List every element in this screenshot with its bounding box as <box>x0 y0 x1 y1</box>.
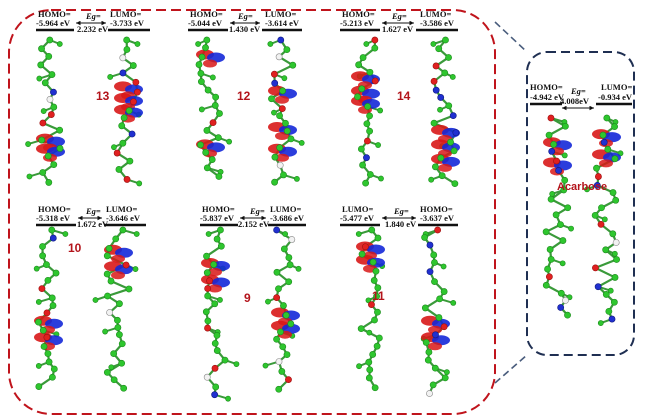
acarbose-right-label: LUMO= <box>601 82 632 92</box>
gap-value: 2.232 eV <box>77 24 109 34</box>
molecule-left-9 <box>201 226 240 402</box>
molecule-left-13 <box>25 36 65 186</box>
homo-lumo-right-label: LUMO= <box>106 204 137 214</box>
gap-value: 1.672 eV <box>77 219 109 229</box>
homo-lumo-left-value: -5.837 eV <box>200 213 235 223</box>
homo-lumo-right-label: HOMO= <box>420 204 453 214</box>
homo-lumo-right-label: LUMO= <box>110 9 141 19</box>
molecule-right-11 <box>420 226 457 397</box>
molecule-left-11 <box>355 226 386 392</box>
compound-number: 12 <box>237 89 251 103</box>
gap-label: Eg= <box>237 11 253 21</box>
acarbose-gap-label: Eg= <box>570 86 586 96</box>
connector-line-top <box>494 21 528 53</box>
gap-value: 1.627 eV <box>382 24 414 34</box>
molecule-left-14 <box>351 36 384 187</box>
molecule-right-14 <box>428 36 460 187</box>
homo-lumo-left-value: -5.477 eV <box>340 213 375 223</box>
homo-lumo-left-label: LUMO= <box>342 204 373 214</box>
molecule-right-13 <box>107 36 143 187</box>
homo-lumo-right-value: -3.733 eV <box>110 18 145 28</box>
compound-number: 10 <box>68 241 82 255</box>
acarbose-molecule-left <box>542 114 574 319</box>
acarbose-frame <box>526 51 635 356</box>
homo-lumo-left-label: HOMO= <box>342 9 375 19</box>
panel-14-header: HOMO=-5.213 eV Eg= 1.627 eV LUMO=-3.586 eV 1… <box>340 9 458 103</box>
acarbose-left-value: -4.942 eV <box>530 92 565 102</box>
gap-label: Eg= <box>391 11 407 21</box>
homo-lumo-left-value: -5.213 eV <box>340 18 375 28</box>
homo-lumo-left-value: -5.044 eV <box>188 18 223 28</box>
panel-10-header: HOMO=-5.318 eV Eg= 1.672 eV LUMO=-3.646 eV 1… <box>36 204 146 255</box>
homo-lumo-left-label: HOMO= <box>202 204 235 214</box>
molecule-right-12 <box>267 36 305 186</box>
acarbose-right-value: -0.934 eV <box>598 92 633 102</box>
gap-label: Eg= <box>85 206 101 216</box>
molecule-left-10 <box>33 226 69 390</box>
acarbose-gap-value: 4.008eV <box>560 96 590 106</box>
molecule-right-10 <box>92 226 140 392</box>
homo-lumo-right-value: -3.646 eV <box>106 213 141 223</box>
compound-number: 11 <box>372 289 385 303</box>
acarbose-molecule-right <box>584 114 624 326</box>
molecule-renderings <box>25 36 624 402</box>
homo-lumo-left-label: HOMO= <box>38 9 71 19</box>
homo-lumo-right-label: LUMO= <box>420 9 451 19</box>
gap-value: 2.152 eV <box>238 219 270 229</box>
connector-line-bottom <box>494 354 528 384</box>
homo-lumo-right-value: -3.614 eV <box>265 18 300 28</box>
compound-number: 13 <box>96 89 110 103</box>
homo-lumo-right-value: -3.586 eV <box>420 18 455 28</box>
acarbose-header: HOMO= -4.942 eV Eg= 4.008eV LUMO= -0.934… <box>530 82 633 193</box>
homo-lumo-left-value: -5.318 eV <box>36 213 71 223</box>
acarbose-left-label: HOMO= <box>530 82 563 92</box>
gap-label: Eg= <box>393 206 409 216</box>
homo-lumo-right-value: -3.686 eV <box>270 213 305 223</box>
compound-number: 14 <box>397 89 411 103</box>
panel-12-header: HOMO=-5.044 eV Eg= 1.430 eV LUMO=-3.614 eV 1… <box>188 9 302 103</box>
compound-number: 9 <box>244 291 251 305</box>
homo-lumo-right-label: LUMO= <box>265 9 296 19</box>
homo-lumo-left-label: HOMO= <box>38 204 71 214</box>
compounds-frame <box>8 9 496 415</box>
acarbose-name: Acarbose <box>557 181 607 193</box>
homo-lumo-right-value: -3.637 eV <box>420 213 455 223</box>
molecule-right-9 <box>262 226 302 393</box>
homo-lumo-right-label: LUMO= <box>270 204 301 214</box>
gap-label: Eg= <box>85 11 101 21</box>
molecule-left-12 <box>195 36 233 180</box>
gap-value: 1.430 eV <box>229 24 261 34</box>
homo-lumo-left-value: -5.964 eV <box>36 18 71 28</box>
gap-label: Eg= <box>249 206 265 216</box>
homo-lumo-left-label: HOMO= <box>190 9 223 19</box>
gap-value: 1.840 eV <box>385 219 417 229</box>
